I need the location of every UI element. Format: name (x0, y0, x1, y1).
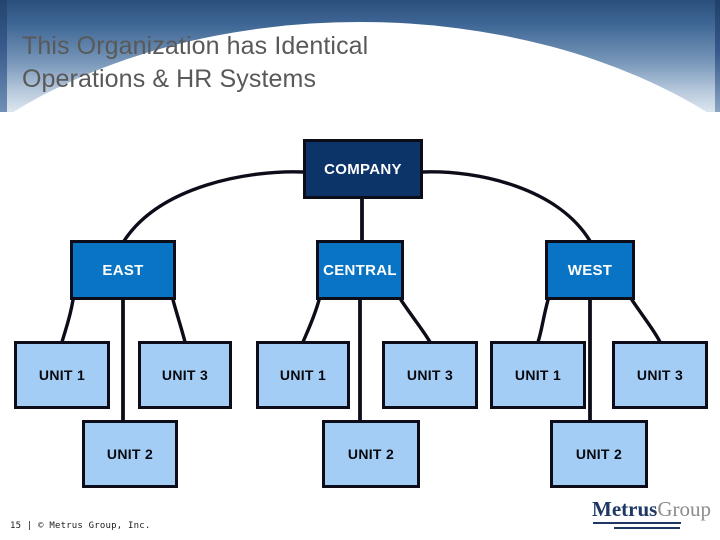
header-right-edge-strip (715, 0, 720, 112)
logo-secondary-text: Group (657, 497, 711, 521)
metrus-group-logo: MetrusGroup (592, 498, 712, 534)
node-east-label: EAST (102, 261, 144, 279)
node-east-unit-2[interactable]: UNIT 2 (82, 420, 178, 488)
logo-underline-lower (614, 527, 680, 529)
node-east-unit-1-label: UNIT 1 (38, 367, 86, 383)
node-west-unit-1-label: UNIT 1 (514, 367, 562, 383)
node-west-unit-3-label: UNIT 3 (636, 367, 684, 383)
page-title: This Organization has Identical Operatio… (22, 32, 369, 93)
node-east-unit-2-label: UNIT 2 (106, 446, 154, 462)
node-west[interactable]: WEST (545, 240, 635, 300)
logo-underline-upper (593, 522, 681, 524)
header-left-edge-strip (0, 0, 7, 112)
node-east-unit-3[interactable]: UNIT 3 (138, 341, 232, 409)
node-central-label: CENTRAL (323, 261, 397, 279)
node-company-label: COMPANY (324, 160, 402, 178)
node-west-unit-1[interactable]: UNIT 1 (490, 341, 586, 409)
node-central-unit-2-label: UNIT 2 (347, 446, 395, 462)
node-east[interactable]: EAST (70, 240, 176, 300)
node-east-unit-3-label: UNIT 3 (161, 367, 209, 383)
node-central-unit-1[interactable]: UNIT 1 (256, 341, 350, 409)
node-central-unit-2[interactable]: UNIT 2 (322, 420, 420, 488)
node-central-unit-3[interactable]: UNIT 3 (382, 341, 478, 409)
logo-primary-text: Metrus (592, 497, 658, 521)
node-west-unit-2-label: UNIT 2 (575, 446, 623, 462)
node-central[interactable]: CENTRAL (316, 240, 404, 300)
node-east-unit-1[interactable]: UNIT 1 (14, 341, 110, 409)
footer-credit: 15 | © Metrus Group, Inc. (10, 521, 151, 531)
node-west-unit-2[interactable]: UNIT 2 (550, 420, 648, 488)
logo-wordmark: MetrusGroup (592, 498, 712, 521)
node-central-unit-3-label: UNIT 3 (406, 367, 454, 383)
node-west-label: WEST (567, 261, 613, 279)
node-central-unit-1-label: UNIT 1 (279, 367, 327, 383)
node-west-unit-3[interactable]: UNIT 3 (612, 341, 708, 409)
node-company[interactable]: COMPANY (303, 139, 423, 199)
